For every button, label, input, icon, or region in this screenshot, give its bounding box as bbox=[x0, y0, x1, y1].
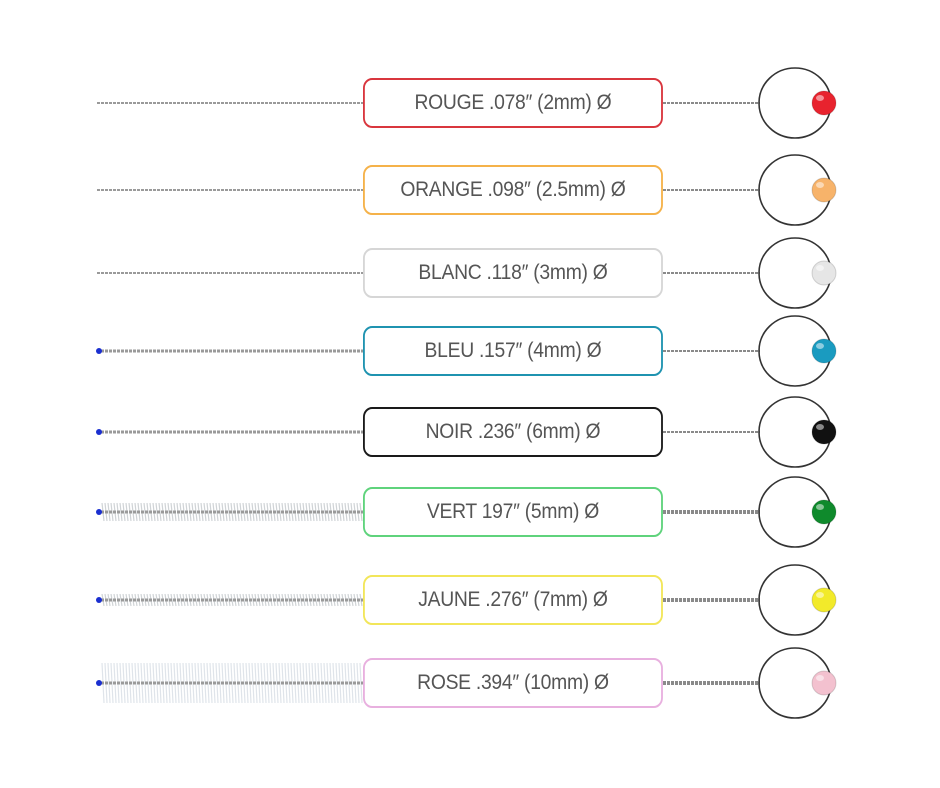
bead-highlight bbox=[816, 182, 824, 188]
bead-highlight bbox=[816, 504, 824, 510]
size-label: ROUGE .078″ (2mm) Ø bbox=[363, 78, 663, 128]
brush-row: VERT 197″ (5mm) Ø bbox=[0, 487, 940, 539]
brush-row: ORANGE .098″ (2.5mm) Ø bbox=[0, 165, 940, 217]
size-label: BLANC .118″ (3mm) Ø bbox=[363, 248, 663, 298]
brush-row: ROSE .394″ (10mm) Ø bbox=[0, 658, 940, 710]
bead-highlight bbox=[816, 675, 824, 681]
brush-row: ROUGE .078″ (2mm) Ø bbox=[0, 78, 940, 130]
brush-row: BLANC .118″ (3mm) Ø bbox=[0, 248, 940, 300]
brush-tip bbox=[96, 429, 102, 435]
brush-row: NOIR .236″ (6mm) Ø bbox=[0, 407, 940, 459]
brush-tip bbox=[96, 680, 102, 686]
size-label: NOIR .236″ (6mm) Ø bbox=[363, 407, 663, 457]
brush-tip bbox=[96, 348, 102, 354]
brush-tip bbox=[96, 509, 102, 515]
size-label: JAUNE .276″ (7mm) Ø bbox=[363, 575, 663, 625]
bead-highlight bbox=[816, 592, 824, 598]
size-label: ROSE .394″ (10mm) Ø bbox=[363, 658, 663, 708]
bead-highlight bbox=[816, 265, 824, 271]
bead-highlight bbox=[816, 343, 824, 349]
brush-row: BLEU .157″ (4mm) Ø bbox=[0, 326, 940, 378]
size-label: ORANGE .098″ (2.5mm) Ø bbox=[363, 165, 663, 215]
size-label: BLEU .157″ (4mm) Ø bbox=[363, 326, 663, 376]
brush-row: JAUNE .276″ (7mm) Ø bbox=[0, 575, 940, 627]
size-label: VERT 197″ (5mm) Ø bbox=[363, 487, 663, 537]
bead-highlight bbox=[816, 424, 824, 430]
bead-highlight bbox=[816, 95, 824, 101]
brush-tip bbox=[96, 597, 102, 603]
